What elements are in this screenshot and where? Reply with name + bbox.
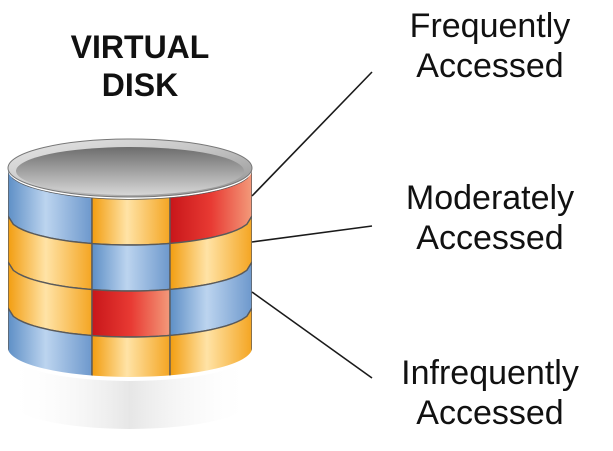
disk-top-inner [16,147,244,195]
virtual-disk-title: VIRTUAL DISK [40,28,240,104]
disk-segment-orange [169,305,252,377]
title-line-1: VIRTUAL [70,29,210,65]
connector-moderate [251,225,373,243]
disk-segments [8,170,252,377]
label-frequent-line-2: Accessed [416,47,564,85]
disk-segment-red [91,288,171,338]
label-moderate-line-2: Accessed [416,219,564,257]
label-frequent-line-1: Frequently [409,7,571,45]
connector-infrequent [251,291,373,379]
label-moderate-line-1: Moderately [405,179,575,217]
label-frequently-accessed: Frequently Accessed [370,6,610,86]
disk-reflection [8,352,252,429]
disk-segment-blue [91,242,171,292]
label-moderately-accessed: Moderately Accessed [370,178,610,258]
title-line-2: DISK [101,67,179,103]
label-infrequent-line-1: Infrequently [401,354,579,392]
label-infrequently-accessed: Infrequently Accessed [370,353,610,433]
connector-frequent [251,71,373,197]
disk-segment-orange [91,334,171,377]
disk-segment-orange [91,196,171,246]
label-infrequent-line-2: Accessed [416,394,564,432]
